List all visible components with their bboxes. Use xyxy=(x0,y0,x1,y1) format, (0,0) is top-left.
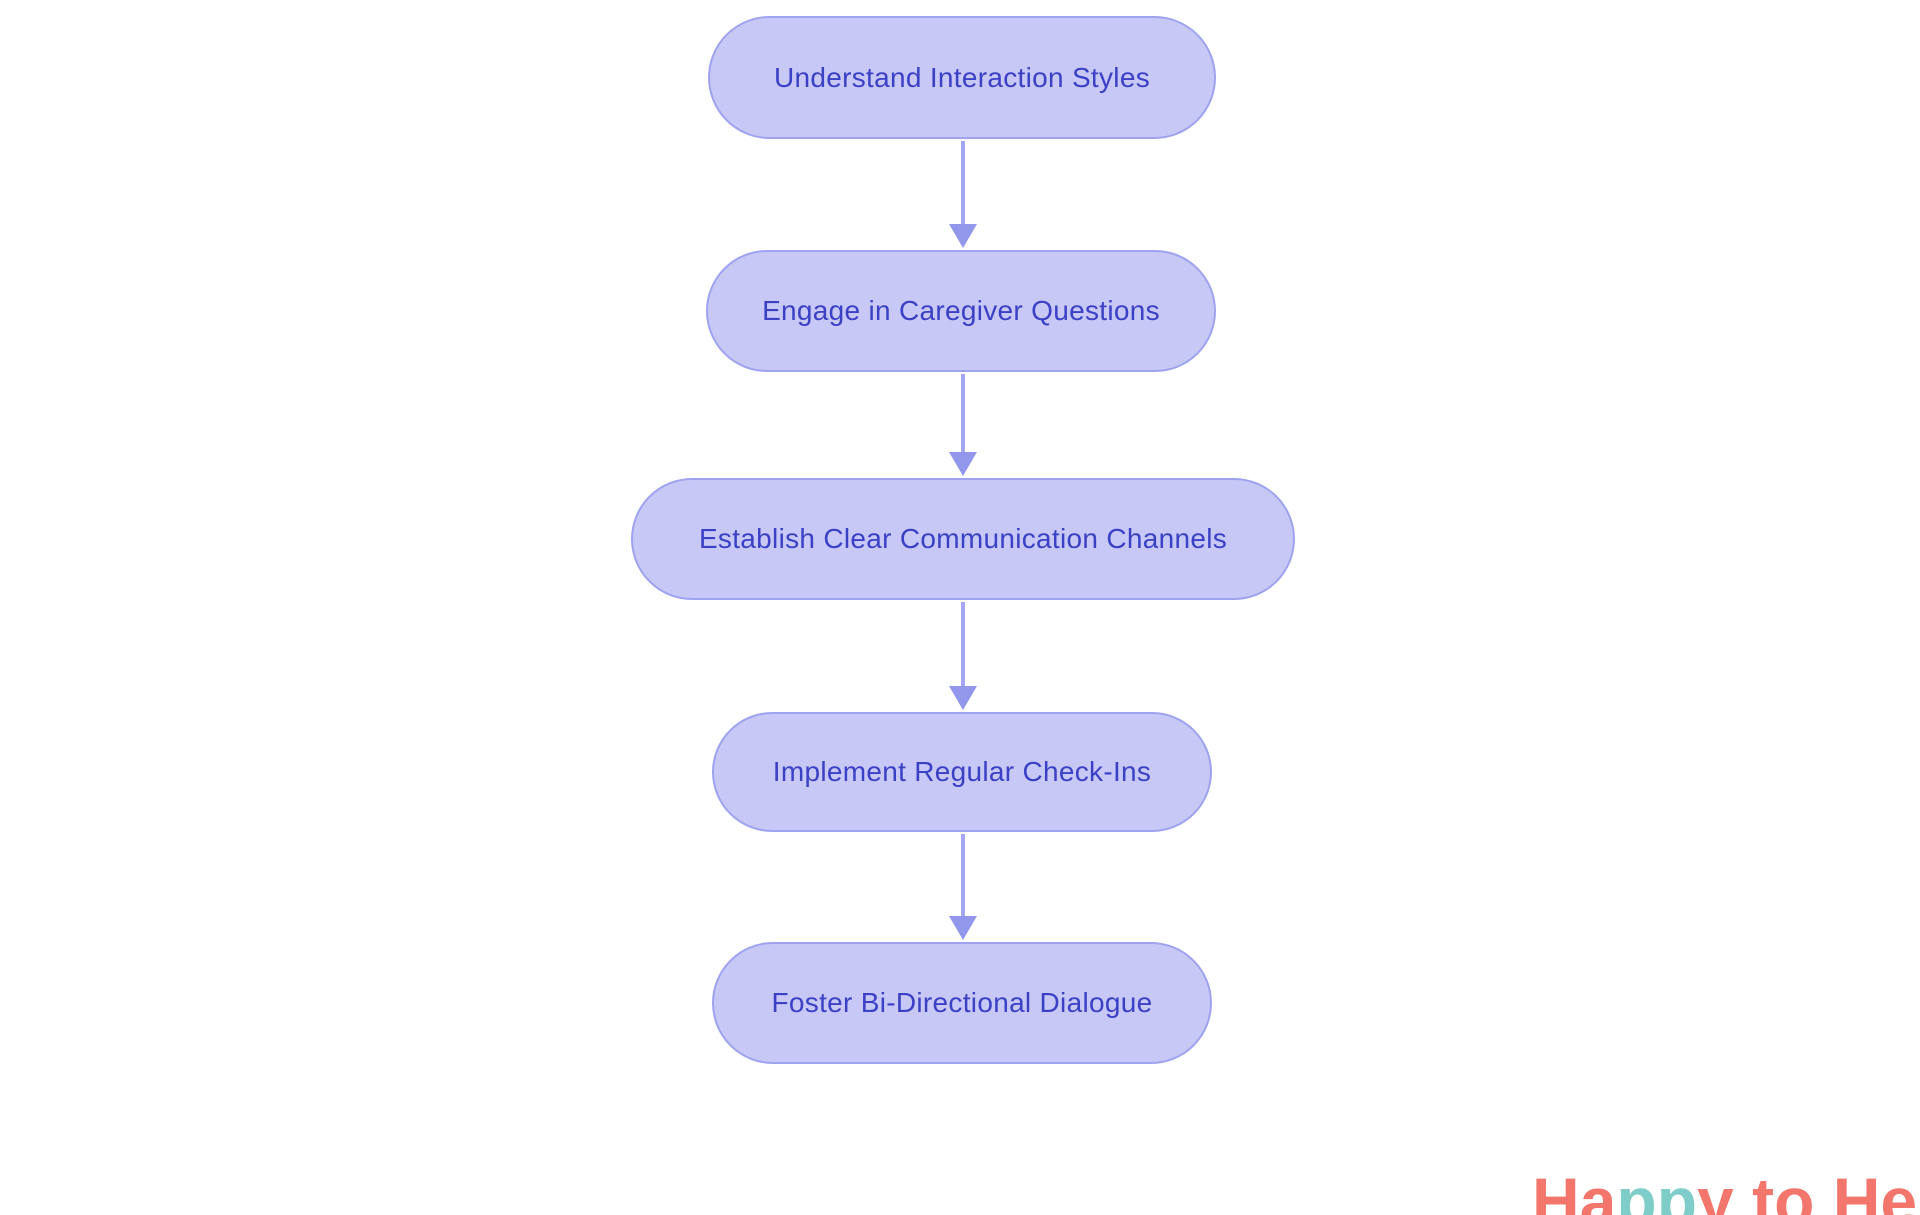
flow-node-label: Implement Regular Check-Ins xyxy=(772,756,1152,787)
arrow-line xyxy=(961,602,965,688)
flow-node: Establish Clear Communication Channels xyxy=(631,478,1295,600)
arrow-line xyxy=(961,374,965,454)
arrow-line xyxy=(961,834,965,918)
flow-arrow xyxy=(949,141,977,248)
flow-arrow xyxy=(949,374,977,476)
flow-node: Implement Regular Check-Ins xyxy=(712,712,1212,832)
brand-wordmark-segment: pp xyxy=(1616,1168,1697,1215)
flow-arrow xyxy=(949,602,977,710)
brand-wordmark-segment-text: pp xyxy=(1616,1164,1698,1215)
flow-node: Understand Interaction Styles xyxy=(708,16,1216,139)
arrow-down-icon xyxy=(949,452,977,476)
brand-wordmark-segment: to Help xyxy=(1752,1164,1920,1215)
brand-wordmark-segment: Ha xyxy=(1532,1164,1617,1215)
arrow-down-icon xyxy=(949,686,977,710)
flow-node: Engage in Caregiver Questions xyxy=(706,250,1216,372)
flow-node: Foster Bi-Directional Dialogue xyxy=(712,942,1212,1064)
arrow-down-icon xyxy=(949,916,977,940)
brand-wordmark-segment: y xyxy=(1697,1164,1734,1215)
arrow-down-icon xyxy=(949,224,977,248)
flow-node-label: Engage in Caregiver Questions xyxy=(762,295,1160,326)
flow-arrow xyxy=(949,834,977,940)
arrow-line xyxy=(961,141,965,226)
flow-node-label: Foster Bi-Directional Dialogue xyxy=(771,987,1153,1018)
flow-node-label: Understand Interaction Styles xyxy=(773,61,1150,93)
flow-node-label: Establish Clear Communication Channels xyxy=(698,523,1228,554)
